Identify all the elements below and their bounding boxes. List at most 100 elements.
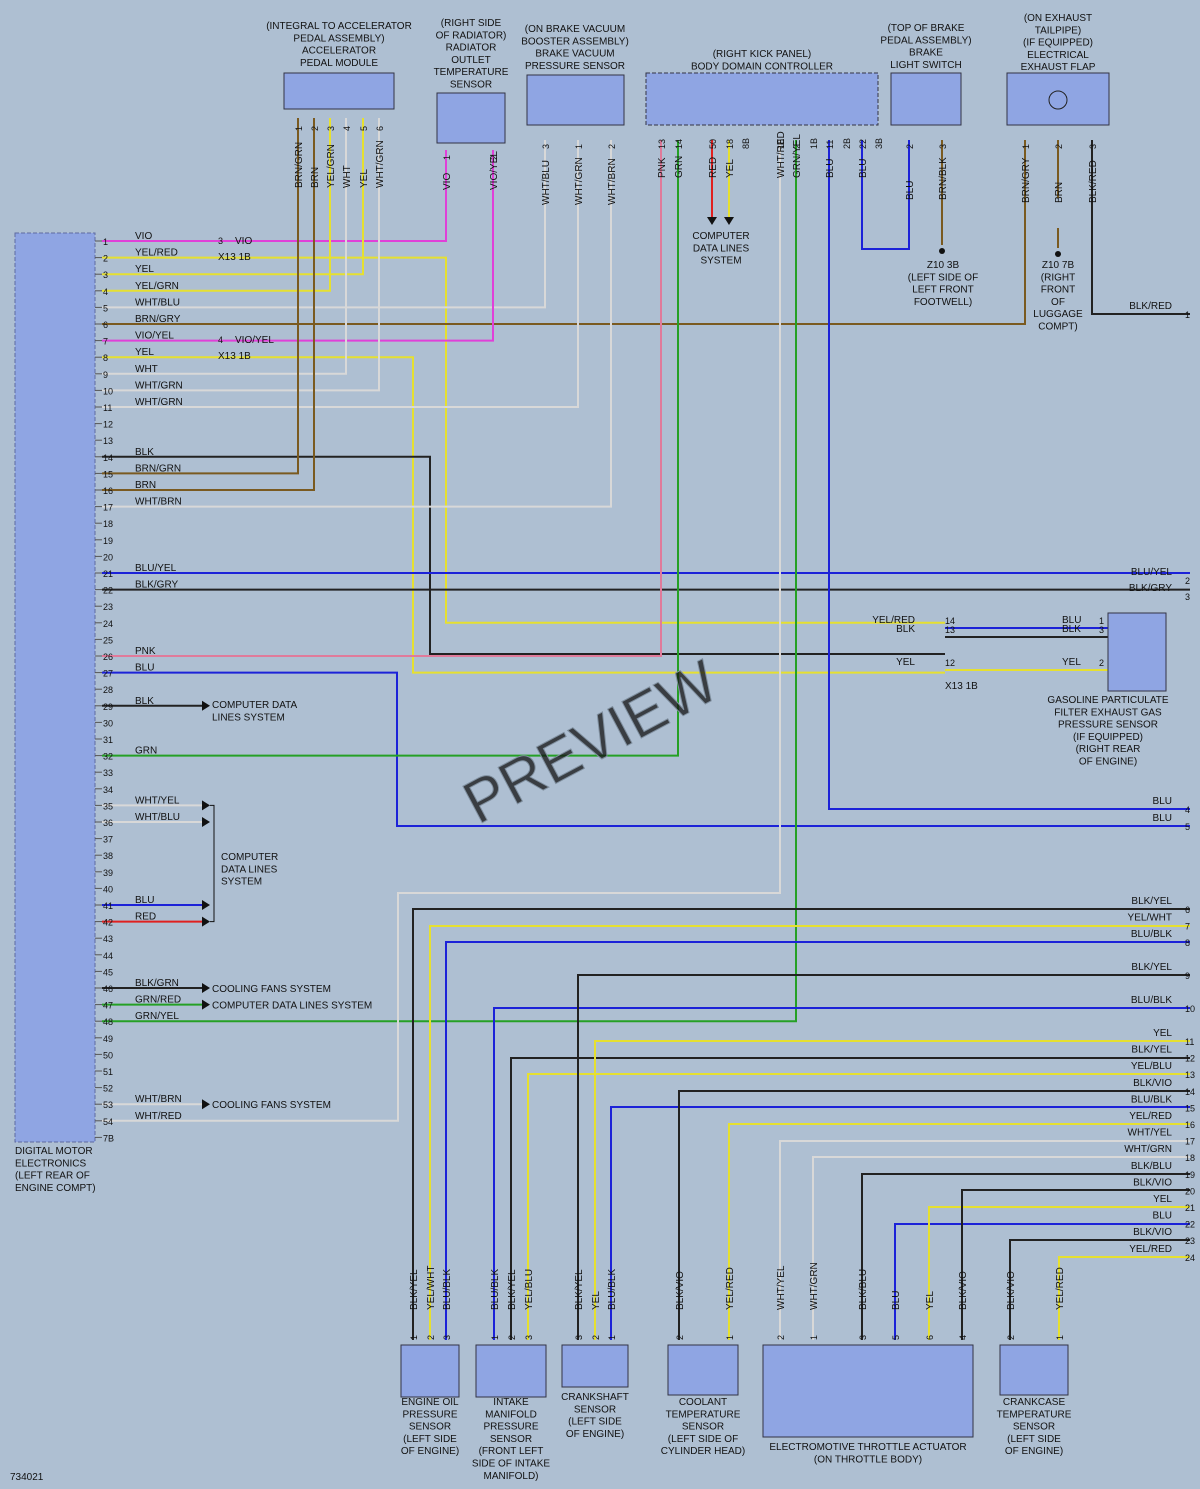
bdc-pin-number: 13 (657, 139, 667, 149)
offpage-terminal-number: 18 (1185, 1153, 1195, 1163)
bdc-pin-number: 18 (776, 139, 786, 149)
wire-dme10-accel6 (102, 118, 380, 392)
offpage-terminal-number: 6 (1185, 905, 1190, 915)
wire-dme7-radtemp (102, 150, 494, 342)
dme-pin-wire-color: BLK (135, 447, 154, 458)
cooling-fans-label: COOLING FANS SYSTEM (212, 1100, 331, 1111)
brakelight-pin-wire-color: BRN/BLK (938, 157, 949, 200)
exhaustflap-caption-line: EXHAUST FLAP (1021, 62, 1096, 73)
offpage-wire-color: BLU (1153, 813, 1172, 824)
dme-pin-wire-color: GRN/RED (135, 995, 181, 1006)
electromotive-throttle-actuator-pin-wire-color: YEL (925, 1291, 936, 1310)
dme-pin-wire-color: BLK/GRY (135, 580, 178, 591)
dme-pin-number: 27 (103, 669, 113, 679)
dme-pin-number: 38 (103, 851, 113, 861)
offpage-wire-color: BLU/YEL (1131, 567, 1173, 578)
dme-pin-number: 50 (103, 1050, 113, 1060)
coolant-temperature-sensor-caption-line: (LEFT SIDE OF (668, 1434, 738, 1445)
cdl-caption-line: DATA LINES (693, 243, 750, 254)
wire-dme26-bdc13 (102, 140, 662, 657)
dme-pin-wire-color: YEL/RED (135, 248, 178, 259)
dme-pin-number: 54 (103, 1117, 113, 1127)
gpf-left-wire: YEL (896, 657, 915, 668)
dme-pin-number: 43 (103, 934, 113, 944)
wire-dme48-bdc2 (102, 140, 797, 1023)
exhaustflap-caption-line: TAILPIPE) (1035, 25, 1082, 36)
offpage-terminal-number: 23 (1185, 1236, 1195, 1246)
dme-pin-number: 45 (103, 967, 113, 977)
wire-dme11-brakevac (102, 140, 579, 408)
offpage-terminal-number: 13 (1185, 1070, 1195, 1080)
coolant-temperature-sensor-pin-number: 2 (675, 1335, 685, 1340)
crankshaft-sensor-pin-number: 2 (591, 1335, 601, 1340)
crankshaft-sensor-pin-wire-color: BLU/BLK (607, 1269, 618, 1310)
cooling-fans-label: COOLING FANS SYSTEM (212, 984, 331, 995)
intake-manifold-pressure-sensor-caption-line: SENSOR (490, 1434, 532, 1445)
crankshaft-sensor-pin-wire-color: YEL (591, 1291, 602, 1310)
accel-pin-number: 4 (342, 126, 352, 131)
bdc-pin-number: 14 (674, 139, 684, 149)
arrow (202, 800, 210, 811)
bdc-pin-wire-color: YEL (725, 159, 736, 178)
dme-pin-number: 24 (103, 619, 113, 629)
engine-oil-pressure-sensor-caption-line: PRESSURE (402, 1409, 457, 1420)
dme-pin-number: 33 (103, 768, 113, 778)
dme-pin-wire-color: WHT/RED (135, 1111, 182, 1122)
dme-pin-number: 22 (103, 586, 113, 596)
intake-manifold-pressure-sensor-caption-line: MANIFOLD) (484, 1471, 539, 1482)
offpage-wire-color: YEL (1153, 1194, 1172, 1205)
offpage-wire-color: YEL/WHT (1128, 913, 1172, 924)
exhaustflap-pin-number: 3 (1088, 144, 1098, 149)
wire-bottom-2 (445, 941, 1190, 1340)
bdc-pin-number: 1B (809, 138, 819, 149)
accel-pin-number: 1 (294, 126, 304, 131)
wire-dme15-accel1 (102, 118, 299, 475)
bdc-caption-line: (RIGHT KICK PANEL) (713, 49, 812, 60)
dme-pin-wire-color: BLU/YEL (135, 563, 177, 574)
offpage-terminal-number: 16 (1185, 1120, 1195, 1130)
offpage-terminal-number: 12 (1185, 1054, 1195, 1064)
engine-oil-pressure-sensor-caption-line: SENSOR (409, 1422, 451, 1433)
offpage-terminal-number: 3 (1185, 592, 1190, 602)
offpage-wire-color: BLK/YEL (1131, 962, 1172, 973)
dme-pin-wire-color: BRN/GRN (135, 463, 181, 474)
brakevac-caption-line: PRESSURE SENSOR (525, 61, 625, 72)
offpage-terminal-number: 1 (1185, 310, 1190, 320)
crankcase-temperature-sensor-pin-number: 2 (1006, 1335, 1016, 1340)
wire-bottom-3 (493, 1007, 1190, 1340)
crankcase-temperature-sensor-pin-number: 1 (1055, 1335, 1065, 1340)
gpf-caption-line: GASOLINE PARTICULATE (1047, 695, 1168, 706)
dme-pin-number: 20 (103, 552, 113, 562)
dme-pin-number: 17 (103, 503, 113, 513)
cdl-arrow (724, 217, 734, 225)
exhaust-flap-motor-icon (1048, 90, 1068, 110)
brakevac-caption-line: BOOSTER ASSEMBLY) (521, 36, 629, 47)
crankcase-temperature-sensor-pin-wire-color: BLK/VIO (1006, 1271, 1017, 1310)
radtemp-caption-line: TEMPERATURE (434, 67, 509, 78)
dme-pin-number: 7B (103, 1133, 114, 1143)
coolant-temperature-sensor (667, 1344, 739, 1396)
accel-pin-number: 5 (359, 126, 369, 131)
offpage-wire-color: BLK/VIO (1133, 1227, 1172, 1238)
dme-pin-wire-color: BLU (135, 895, 154, 906)
dme-pin-number: 41 (103, 901, 113, 911)
x13-pin3: 3 (218, 236, 223, 246)
dme-pin-number: 3 (103, 270, 108, 280)
electromotive-throttle-actuator-pin-number: 5 (891, 1335, 901, 1340)
intake-manifold-pressure-sensor-caption-line: MANIFOLD (485, 1409, 537, 1420)
brakelight-pin-number: 3 (938, 144, 948, 149)
x13-name: X13 1B (218, 351, 251, 362)
crankcase-temperature-sensor-caption-line: (LEFT SIDE (1007, 1434, 1061, 1445)
gpf-caption-line: (IF EQUIPPED) (1073, 732, 1143, 743)
dme-pin-number: 11 (103, 403, 112, 413)
cdl-block-caption-line: DATA LINES (221, 864, 278, 875)
dme-pin-number: 42 (103, 918, 113, 928)
dme-pin-number: 16 (103, 486, 113, 496)
dme-pin-wire-color: YEL (135, 347, 154, 358)
dme-pin-number: 23 (103, 602, 113, 612)
bdc-pin-wire-color: WHT/RED (776, 131, 787, 178)
accel-caption-line: PEDAL ASSEMBLY) (293, 33, 384, 44)
wire-dme27-offpage5 (102, 671, 1190, 827)
offpage-wire-color: BLK/VIO (1133, 1078, 1172, 1089)
ground-7b-caption-line: Z10 7B (1042, 260, 1075, 271)
